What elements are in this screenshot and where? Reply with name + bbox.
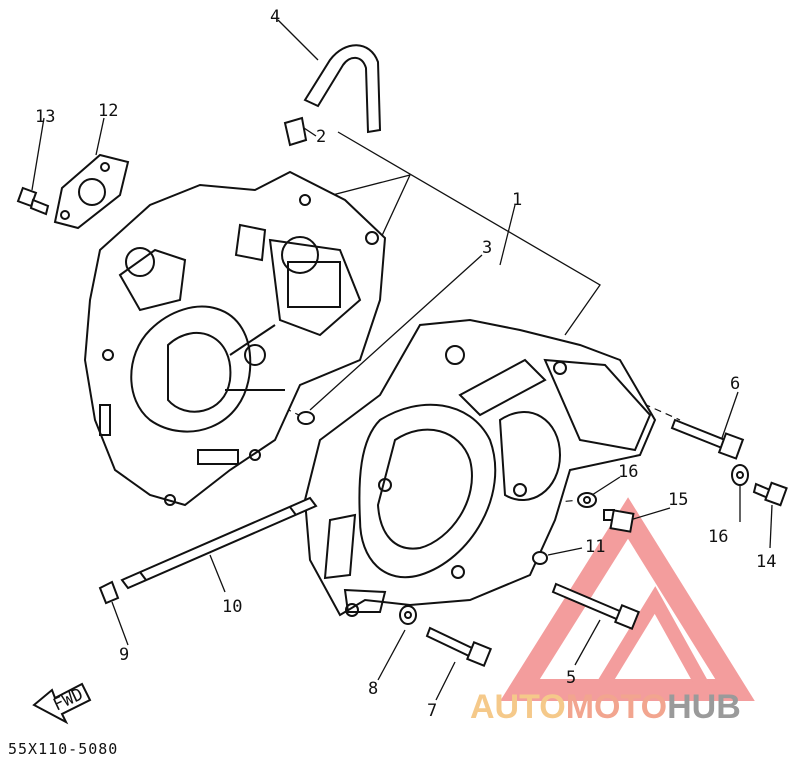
long-stud bbox=[120, 496, 318, 590]
callout-15: 15 bbox=[668, 490, 688, 510]
watermark-word-hub: HUB bbox=[667, 688, 741, 726]
callout-11: 11 bbox=[585, 537, 605, 557]
callout-7: 7 bbox=[427, 701, 437, 721]
callout-12: 12 bbox=[98, 101, 118, 121]
callout-10: 10 bbox=[222, 597, 242, 617]
callout-16-center: 16 bbox=[618, 462, 638, 482]
callout-13: 13 bbox=[35, 107, 55, 127]
callout-2: 2 bbox=[316, 127, 326, 147]
gasket-plate bbox=[53, 153, 130, 230]
dowel-pin-top bbox=[283, 116, 308, 147]
watermark-word-auto: AUTO bbox=[470, 688, 566, 726]
bolt-14 bbox=[752, 481, 788, 507]
washer-8 bbox=[399, 605, 417, 625]
dowel-pin-3 bbox=[297, 411, 315, 425]
drawing-code: 55X110-5080 bbox=[8, 740, 119, 758]
left-crankcase bbox=[83, 170, 387, 507]
callout-4: 4 bbox=[270, 7, 280, 27]
callout-9: 9 bbox=[119, 645, 129, 665]
washer-16-center bbox=[577, 492, 597, 508]
bolt-5 bbox=[551, 582, 641, 631]
right-crankcase bbox=[303, 318, 657, 617]
callout-3: 3 bbox=[482, 238, 492, 258]
callout-16-right: 16 bbox=[708, 527, 728, 547]
callout-1: 1 bbox=[512, 190, 522, 210]
callout-6: 6 bbox=[730, 374, 740, 394]
bolt-7 bbox=[425, 626, 493, 668]
callout-14: 14 bbox=[756, 552, 776, 572]
dowel-11 bbox=[532, 551, 548, 565]
fwd-arrow-icon bbox=[32, 682, 92, 725]
callout-5: 5 bbox=[566, 668, 576, 688]
dowel-9 bbox=[98, 580, 120, 605]
watermark-wordmark: AUTOMOTOHUB bbox=[470, 688, 741, 726]
nut-15 bbox=[603, 509, 635, 533]
breather-hose bbox=[303, 44, 382, 134]
watermark-logo-icon bbox=[500, 497, 755, 701]
bolt-13 bbox=[16, 186, 50, 216]
washer-16-right bbox=[731, 464, 749, 486]
bolt-6 bbox=[670, 418, 745, 460]
callout-8: 8 bbox=[368, 679, 378, 699]
watermark-word-moto: MOTO bbox=[566, 688, 667, 726]
